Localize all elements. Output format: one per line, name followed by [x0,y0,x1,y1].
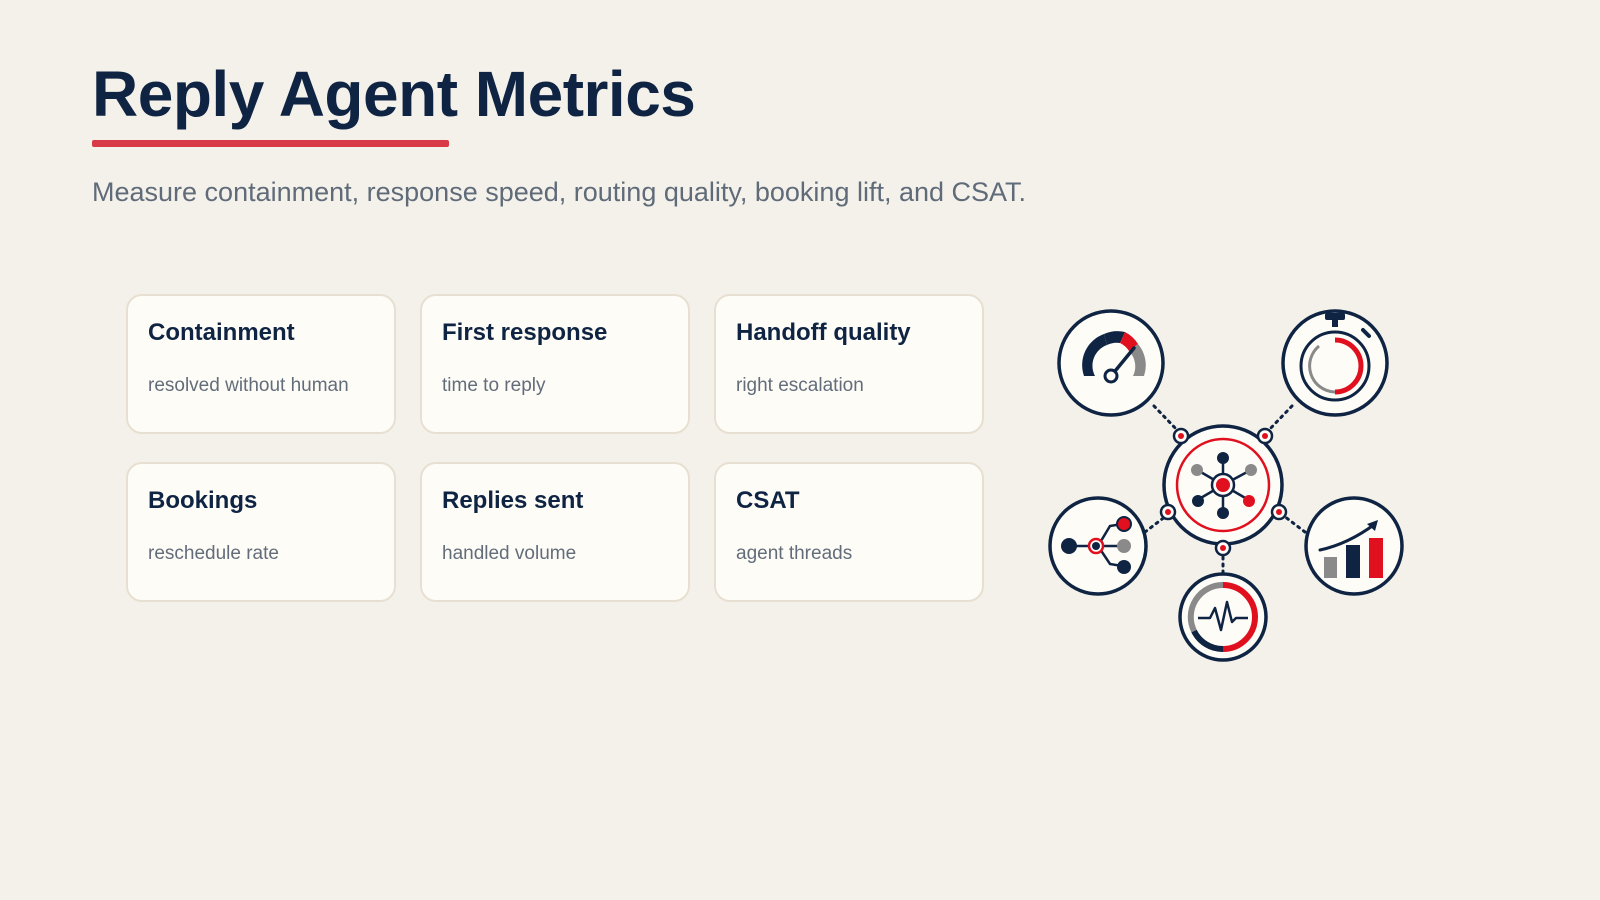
heartbeat-ring-icon [1178,572,1268,662]
metric-card-description: handled volume [442,543,577,564]
bar-chart-growth-icon [1304,496,1404,596]
metric-card-title: Handoff quality [736,319,911,346]
metric-card-title: CSAT [736,487,800,514]
metric-card-csat: CSAT agent threads [714,462,984,602]
metric-card-bookings: Bookings reschedule rate [126,462,396,602]
metric-card-title: First response [442,319,608,346]
metric-card-description: agent threads [736,543,853,564]
metric-card-description: right escalation [736,375,864,396]
gauge-icon [1057,309,1165,417]
metric-card-description: reschedule rate [148,543,279,564]
metric-card-handoff-quality: Handoff quality right escalation [714,294,984,434]
network-hub-icon [1162,424,1284,546]
metric-card-title: Replies sent [442,487,584,514]
metric-card-containment: Containment resolved without human [126,294,396,434]
title-underline [92,140,449,147]
branch-routing-icon [1048,496,1148,596]
metric-card-description: resolved without human [148,375,349,396]
metric-cards-grid: Containment resolved without human First… [126,294,986,602]
page-subtitle: Measure containment, response speed, rou… [92,177,1027,207]
stopwatch-icon [1281,309,1389,417]
metric-card-description: time to reply [442,375,546,396]
metrics-hub-illustration [1030,300,1430,690]
metric-card-replies-sent: Replies sent handled volume [420,462,690,602]
metric-card-first-response: First response time to reply [420,294,690,434]
page-title: Reply Agent Metrics [92,58,696,130]
metric-card-title: Containment [148,319,295,346]
metric-card-title: Bookings [148,487,258,514]
